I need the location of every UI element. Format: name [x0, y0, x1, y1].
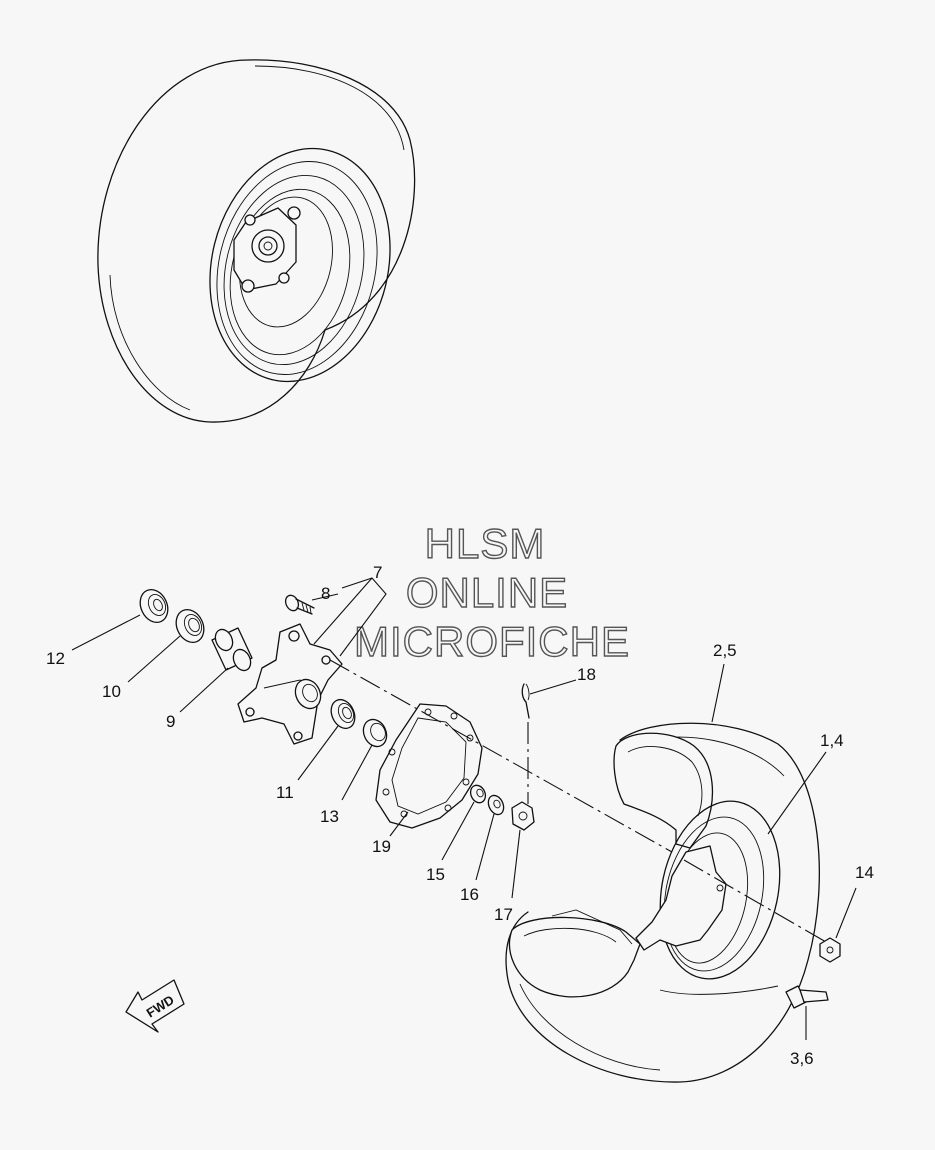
watermark-line-3: MICROFICHE	[354, 618, 630, 665]
callout-8: 8	[321, 584, 330, 603]
exploded-wheel	[505, 722, 820, 1083]
callout-9: 9	[166, 712, 175, 731]
part-front-hub	[237, 623, 343, 745]
part-oil-seal-13	[362, 718, 388, 748]
callout-18: 18	[577, 665, 596, 684]
callout-13: 13	[320, 807, 339, 826]
callout-16: 16	[460, 885, 479, 904]
callout-15: 15	[426, 865, 445, 884]
watermark: HLSM ONLINE MICROFICHE	[353, 519, 630, 665]
callout-10: 10	[102, 682, 121, 701]
part-brake-disc	[375, 703, 483, 829]
part-rim-nut	[819, 937, 841, 963]
part-castle-nut	[511, 801, 535, 831]
callout-14: 14	[855, 863, 874, 882]
part-collar	[469, 784, 487, 804]
callout-17: 17	[494, 905, 513, 924]
part-washer	[487, 794, 505, 816]
callout-7: 7	[373, 563, 382, 582]
callout-2-5: 2,5	[713, 641, 737, 660]
callout-1-4: 1,4	[820, 731, 844, 750]
part-valve	[785, 985, 829, 1009]
assembled-wheel	[97, 59, 416, 423]
assembly-axis-line	[329, 659, 827, 943]
leader-lines	[71, 577, 857, 1040]
part-bearing-11	[330, 698, 356, 730]
forward-arrow-icon: FWD	[125, 979, 185, 1033]
part-spacer	[211, 627, 253, 672]
watermark-line-1: HLSM	[425, 520, 546, 567]
callout-12: 12	[46, 649, 65, 668]
callout-11: 11	[276, 783, 294, 802]
callout-3-6: 3,6	[790, 1049, 814, 1068]
watermark-line-2: ONLINE	[406, 569, 568, 616]
callout-labels: 12 10 9 8 7 11 13 19 15 16 17 18 2,5 1,4…	[46, 563, 874, 1068]
part-cotter-pin	[521, 683, 530, 719]
part-bolt	[284, 594, 315, 615]
part-bearing-10	[175, 608, 205, 644]
part-oil-seal	[139, 588, 169, 624]
callout-19: 19	[372, 837, 391, 856]
